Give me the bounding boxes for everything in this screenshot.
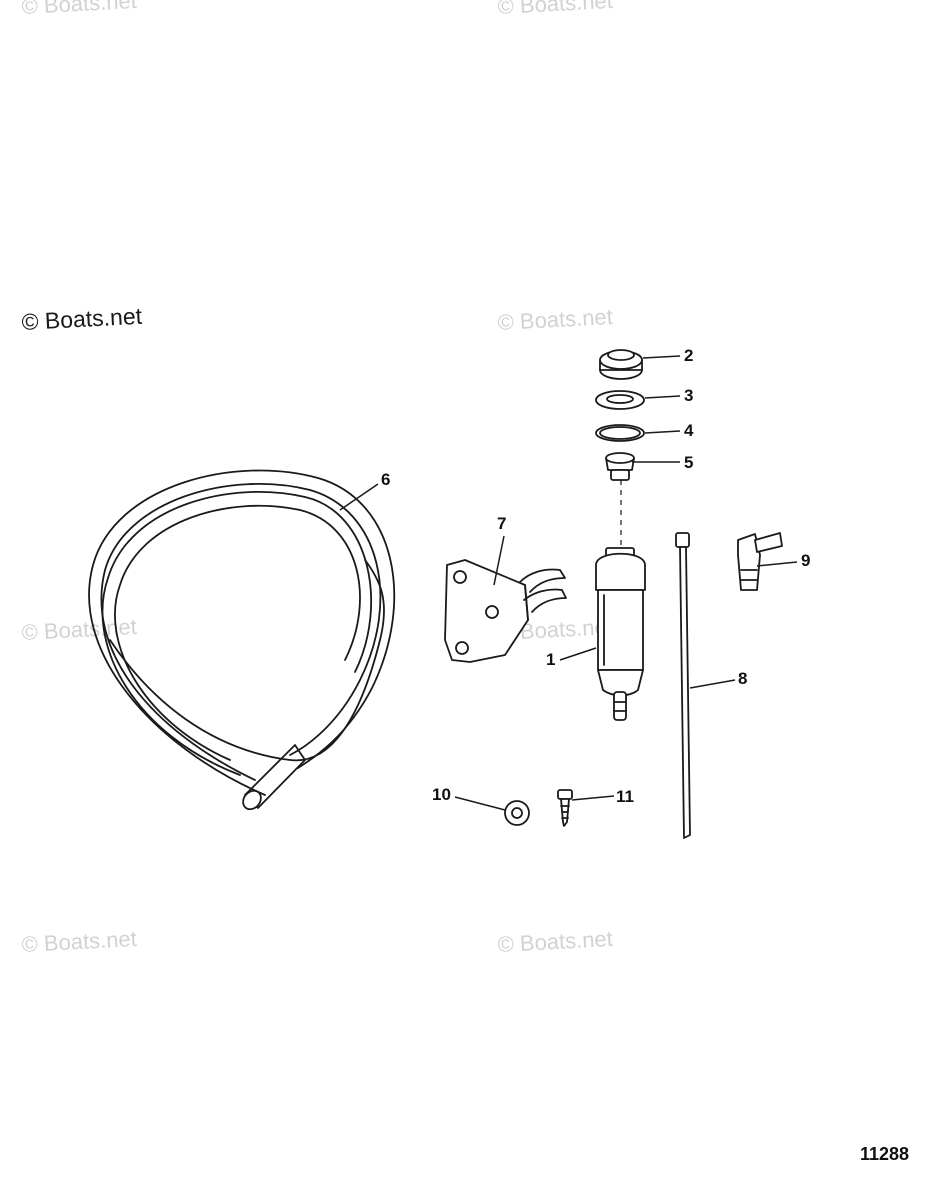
- callout-8: 8: [738, 669, 747, 688]
- callout-3: 3: [684, 386, 693, 405]
- o-ring-drawing: [595, 424, 645, 442]
- callout-4: 4: [684, 421, 694, 440]
- watermark-main: © Boats.net: [21, 303, 143, 335]
- cable-tie-drawing: [675, 532, 691, 839]
- watermark-bottom-right: © Boats.net: [497, 926, 613, 957]
- washer-drawing: [595, 390, 645, 410]
- callout-11: 11: [616, 787, 634, 806]
- filter-fitting-drawing: [605, 452, 635, 481]
- callout-1: 1: [546, 650, 555, 669]
- watermark-top-center: © Boats.net: [497, 0, 613, 19]
- screw-drawing: [557, 789, 573, 827]
- watermark-mid-left: © Boats.net: [21, 614, 137, 645]
- callout-5: 5: [684, 453, 693, 472]
- mounting-bracket-drawing: [444, 559, 567, 663]
- callout-9: 9: [801, 551, 810, 570]
- filter-cap-drawing: [599, 349, 643, 380]
- callout-10: 10: [432, 785, 451, 804]
- fuel-hose-drawing: [88, 469, 396, 811]
- callout-2: 2: [684, 346, 693, 365]
- elbow-fitting-drawing: [737, 532, 783, 591]
- figure-number: 11288: [860, 1144, 909, 1164]
- callout-7: 7: [497, 514, 506, 533]
- callout-6: 6: [381, 470, 390, 489]
- fuel-filter-drawing: [595, 480, 646, 721]
- small-washer-drawing: [504, 800, 530, 826]
- watermark-bottom-left: © Boats.net: [21, 926, 137, 957]
- watermark-mid-center: © Boats.net: [497, 304, 613, 335]
- watermark-top-left: © Boats.net: [21, 0, 137, 19]
- leader-lines: [339, 355, 798, 811]
